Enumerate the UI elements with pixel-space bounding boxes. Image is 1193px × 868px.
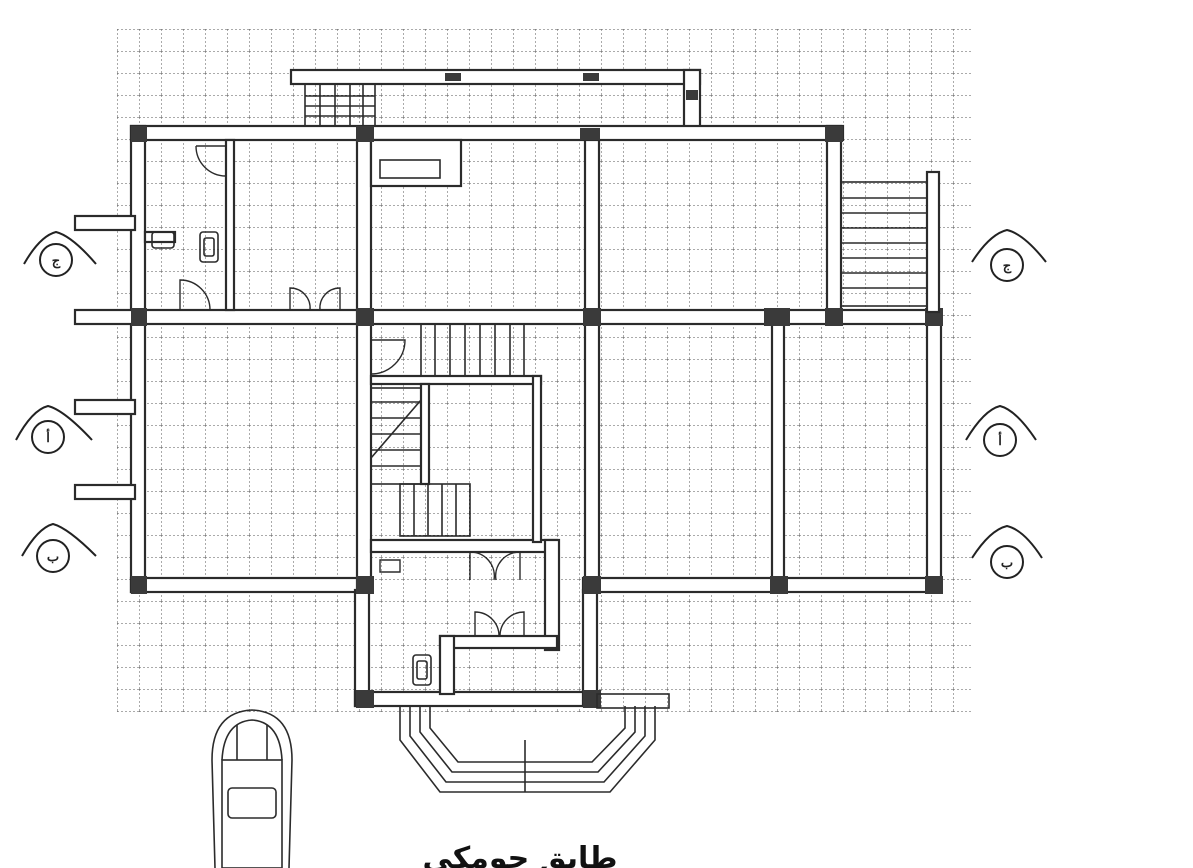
section-marker-left-2: أ [15, 404, 93, 454]
car-symbol [211, 709, 293, 868]
section-marker-left-1: ج [23, 230, 97, 277]
section-marker-left-2-label: أ [46, 429, 50, 446]
section-marker-right-2: أ [965, 404, 1037, 457]
section-marker-right-1: ج [971, 228, 1047, 282]
north-annex [289, 68, 702, 134]
central-stairs [369, 323, 543, 544]
section-marker-left-3-label: ب [47, 550, 59, 565]
interior-walls [143, 138, 786, 696]
east-stairs [840, 170, 941, 314]
section-marker-right-3: ب [971, 524, 1043, 579]
section-marker-left-1-label: ج [52, 254, 61, 269]
front-steps [399, 693, 670, 793]
section-marker-left-3: ب [21, 522, 97, 573]
fixtures [151, 159, 441, 686]
section-marker-right-3-label: ب [1001, 556, 1013, 571]
section-marker-right-2-label: أ [998, 432, 1002, 449]
plan-title: طابق جومكي [422, 841, 617, 868]
section-marker-right-1-label: ج [1003, 259, 1012, 274]
doors [179, 145, 525, 637]
